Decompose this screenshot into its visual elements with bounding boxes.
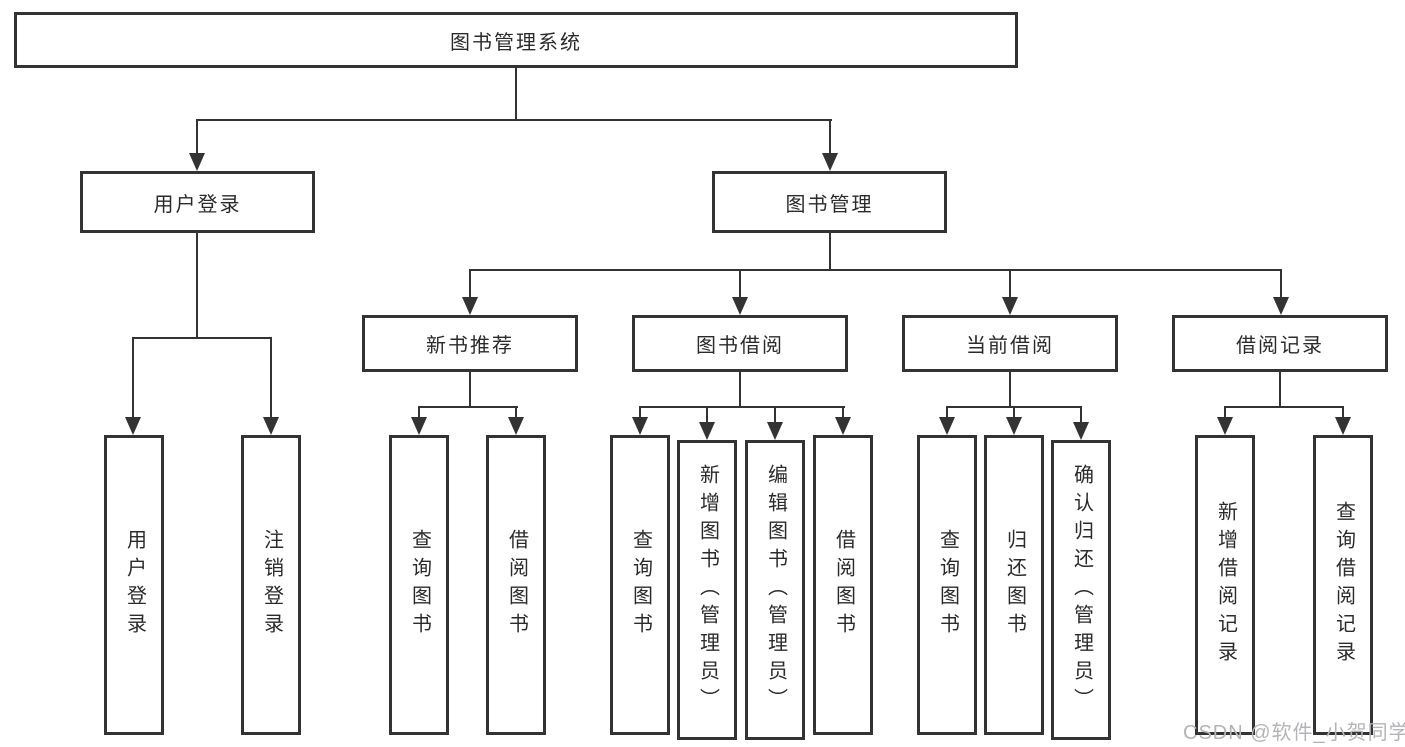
arrow-down-icon [462, 297, 478, 315]
connector-hline [418, 406, 518, 408]
leaf-logout: 注销登录 [241, 435, 301, 735]
node-user-login: 用户登录 [80, 171, 315, 233]
connector-vline [469, 269, 471, 297]
connector-vline [132, 337, 134, 417]
leaf-query-books-current: 查询图书 [917, 435, 977, 735]
arrow-down-icon [263, 417, 279, 435]
connector-vline [706, 406, 708, 422]
connector-vline [1280, 269, 1282, 297]
arrow-down-icon [1273, 297, 1289, 315]
connector-vline [1080, 406, 1082, 422]
connector-hline [469, 269, 1282, 271]
connector-vline [515, 66, 517, 120]
leaf-query-books-recommend: 查询图书 [389, 435, 449, 735]
arrow-down-icon [699, 422, 715, 440]
connector-vline [829, 233, 831, 270]
connector-hline [1224, 406, 1344, 408]
connector-vline [1009, 269, 1011, 297]
arrow-down-icon [1073, 422, 1089, 440]
connector-vline [1279, 372, 1281, 407]
connector-vline [639, 406, 641, 417]
connector-vline [1224, 406, 1226, 417]
leaf-query-borrow-record: 查询借阅记录 [1313, 435, 1373, 735]
arrow-down-icon [1006, 417, 1022, 435]
arrow-down-icon [1002, 297, 1018, 315]
connector-vline [774, 406, 776, 422]
arrow-down-icon [632, 417, 648, 435]
connector-vline [196, 233, 198, 337]
leaf-borrow-books: 借阅图书 [813, 435, 873, 735]
node-current-borrowing: 当前借阅 [902, 315, 1118, 372]
connector-vline [1342, 406, 1344, 417]
arrow-down-icon [125, 417, 141, 435]
connector-vline [739, 269, 741, 297]
arrow-down-icon [508, 417, 524, 435]
connector-vline [1013, 406, 1015, 417]
arrow-down-icon [835, 417, 851, 435]
connector-vline [842, 406, 844, 417]
connector-vline [1009, 372, 1011, 407]
connector-hline [196, 119, 832, 121]
node-new-book-recommendation: 新书推荐 [362, 315, 578, 372]
arrow-down-icon [1217, 417, 1233, 435]
leaf-confirm-return-admin: 确认归还（管理员） [1051, 440, 1111, 740]
arrow-down-icon [732, 297, 748, 315]
connector-vline [515, 406, 517, 417]
arrow-down-icon [411, 417, 427, 435]
leaf-add-books-admin: 新增图书（管理员） [677, 440, 737, 740]
leaf-query-books-borrowing: 查询图书 [610, 435, 670, 735]
leaf-borrow-books-recommend: 借阅图书 [486, 435, 546, 735]
node-book-borrowing: 图书借阅 [632, 315, 848, 372]
node-borrowing-records: 借阅记录 [1172, 315, 1388, 372]
csdn-watermark: CSDN @软件_小贺同学 [1183, 722, 1405, 744]
leaf-return-books: 归还图书 [984, 435, 1044, 735]
node-book-management: 图书管理 [712, 171, 947, 233]
leaf-add-borrow-record: 新增借阅记录 [1195, 435, 1255, 735]
node-library-management-system: 图书管理系统 [14, 12, 1018, 68]
connector-vline [829, 119, 831, 153]
connector-vline [739, 372, 741, 407]
leaf-edit-books-admin: 编辑图书（管理员） [745, 440, 805, 740]
arrow-down-icon [767, 422, 783, 440]
arrow-down-icon [1335, 417, 1351, 435]
arrow-down-icon [939, 417, 955, 435]
connector-hline [639, 406, 845, 408]
arrow-down-icon [822, 153, 838, 171]
leaf-user-login: 用户登录 [104, 435, 164, 735]
connector-vline [270, 337, 272, 417]
connector-hline [132, 337, 272, 339]
connector-vline [418, 406, 420, 417]
connector-vline [469, 372, 471, 407]
connector-vline [946, 406, 948, 417]
connector-vline [196, 119, 198, 153]
arrow-down-icon [189, 153, 205, 171]
